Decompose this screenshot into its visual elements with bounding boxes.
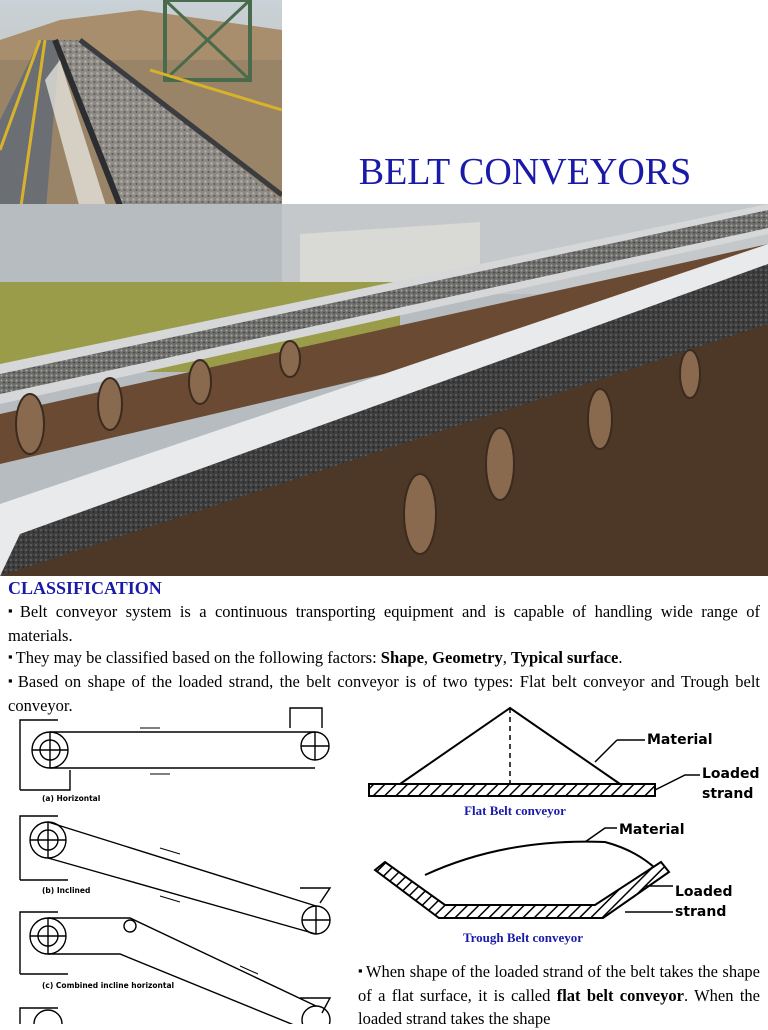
belt-shape-diagrams: Material Loaded strand Material Loaded s… [355,700,768,950]
label-combined: (c) Combined incline horizontal [42,981,174,990]
flat-belt-term: flat belt conveyor [556,986,684,1005]
trough-strand-label: strand [675,904,726,920]
horizontal-conveyor-diagram: (a) Horizontal [19,707,330,803]
flat-material-label: Material [647,732,713,748]
trough-belt-diagram: Material Loaded strand [373,822,733,920]
trough-loaded-label: Loaded [675,884,733,900]
trough-material-label: Material [619,822,685,838]
flat-belt-text-prefix: When shape of the loaded strand of the b… [358,962,760,1005]
paragraph-types: Based on shape of the loaded strand, the… [8,670,760,717]
factor-sep-2: , [502,648,511,667]
flat-belt-caption: Flat Belt conveyor [464,803,566,818]
factor-geometry: Geometry [432,648,503,667]
geometry-diagrams: (a) Horizontal (b) Inclined (c) Combined… [10,698,350,1030]
factors-suffix: . [618,648,623,667]
flat-strand-label: strand [702,786,753,802]
paragraph-factors: They may be classified based on the foll… [8,646,760,670]
factor-typical-surface: Typical surface [510,648,619,667]
factor-sep-1: , [423,648,433,667]
factor-shape: Shape [380,648,424,667]
combined-conveyor-diagram: (c) Combined incline horizontal [19,911,332,1030]
paragraph-flat-belt: When shape of the loaded strand of the b… [358,960,760,1030]
paragraph-definition-text: Belt conveyor system is a continuous tra… [8,602,760,645]
flat-belt-diagram: Material Loaded strand [368,706,760,802]
page-title: BELT CONVEYORS [358,151,692,193]
conveyor-photo-main [0,204,768,576]
flat-loaded-label: Loaded [702,766,760,782]
trough-belt-caption: Trough Belt conveyor [462,930,584,945]
inclined-conveyor-diagram: (b) Inclined [19,815,332,935]
flat-belt-text-suffix: . When the loaded strand takes the shape [358,986,760,1028]
label-inclined: (b) Inclined [42,886,90,895]
paragraph-definition: Belt conveyor system is a continuous tra… [8,600,760,647]
factors-prefix: They may be classified based on the foll… [15,648,381,667]
label-horizontal: (a) Horizontal [42,794,100,803]
classification-heading: CLASSIFICATION [8,578,162,598]
paragraph-types-text: Based on shape of the loaded strand, the… [8,672,761,715]
